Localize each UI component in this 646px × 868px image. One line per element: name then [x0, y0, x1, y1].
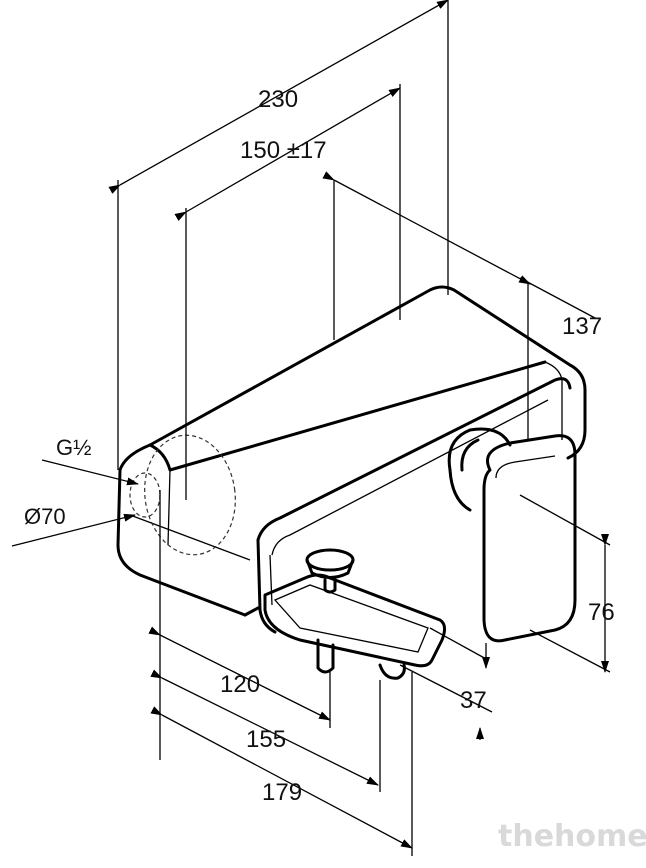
dim-spout-a: 120: [220, 671, 260, 698]
diverter-knob: [305, 548, 355, 594]
thread-label: G½: [56, 435, 91, 460]
lever-handle: [447, 427, 577, 643]
dim-total-length: 230: [258, 86, 298, 113]
spout: [263, 573, 447, 680]
dim-spout-offset: 37: [460, 687, 487, 714]
dimension-lines: [11, 0, 611, 856]
watermark: thehome: [498, 819, 646, 854]
dim-depth: 137: [562, 313, 602, 340]
dim-spout-c: 179: [262, 779, 302, 806]
dim-spout-b: 155: [246, 726, 286, 753]
dim-lever-height: 76: [588, 599, 615, 626]
mixer-body: [116, 285, 587, 634]
diameter-label: Ø70: [24, 504, 66, 529]
dim-wall-distance: 150 ±17: [240, 137, 327, 164]
